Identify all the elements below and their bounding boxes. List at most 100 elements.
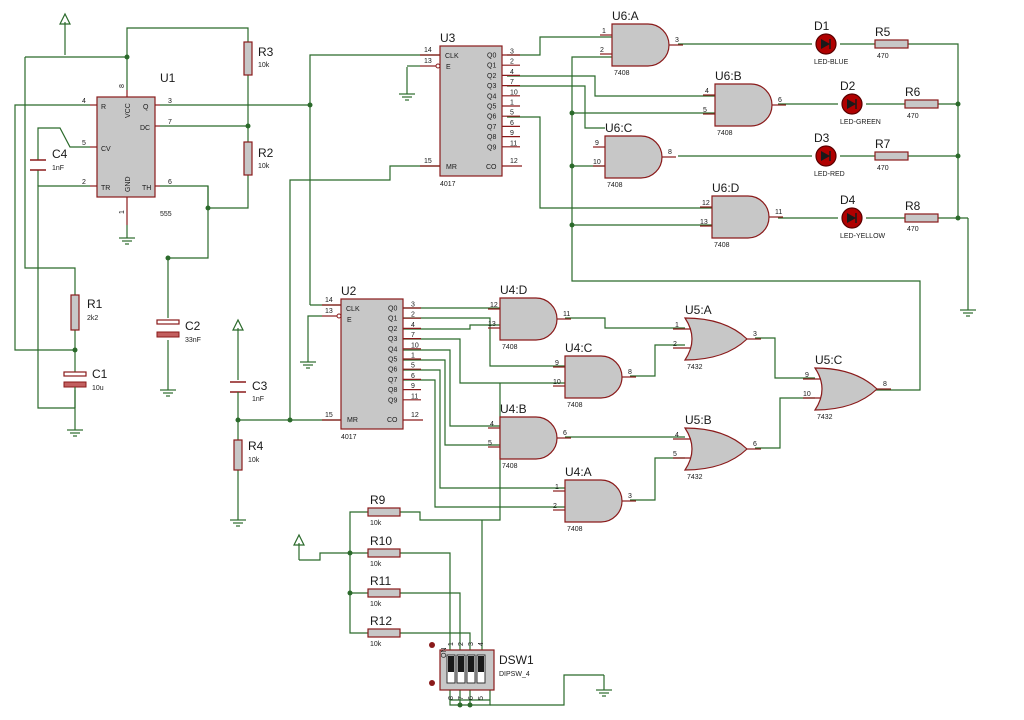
gate-part: 7408 — [502, 463, 518, 470]
c4-value: 1nF — [52, 165, 64, 172]
gate-pin-out: 3 — [753, 331, 757, 338]
dip-toggle-3[interactable] — [468, 656, 474, 672]
u2-pin-mr: 15 — [325, 412, 333, 419]
r1-ref: R1 — [87, 297, 103, 311]
u2-output-pin-number: 4 — [411, 322, 415, 329]
r11-ref: R11 — [370, 574, 391, 588]
ground-symbol-u3-e — [399, 67, 415, 101]
resistor-r1[interactable]: R1 2k2 — [70, 294, 103, 331]
resistor-r11[interactable]: R11 10k — [367, 574, 401, 608]
u3-output-label: Q1 — [487, 63, 496, 70]
resistor-r2[interactable]: R2 10k — [243, 141, 274, 176]
resistor-r5[interactable]: R5 470 — [874, 25, 909, 60]
gate-pin-in1: 4 — [705, 88, 709, 95]
u2-mr: MR — [347, 417, 358, 424]
r7-value: 470 — [877, 165, 889, 172]
resistor-r12[interactable]: R12 10k — [367, 614, 401, 648]
resistor-r6[interactable]: R6 470 — [904, 85, 939, 120]
r4-value: 10k — [248, 457, 260, 464]
u2-4017-counter[interactable]: U2 4017 CLK E MR CO 14 13 15 12 Q03Q12Q2… — [322, 284, 423, 441]
gate-part: 7408 — [567, 402, 583, 409]
r3-ref: R3 — [258, 45, 274, 59]
dip-toggle-1[interactable] — [448, 656, 454, 672]
u2-pin-e: 13 — [325, 308, 333, 315]
u3-4017-counter[interactable]: U3 4017 CLK E MR CO 14 13 15 12 Q03Q12Q2… — [420, 31, 522, 188]
r5-value: 470 — [877, 53, 889, 60]
u2-output-label: Q9 — [388, 397, 397, 404]
u2-clk: CLK — [346, 306, 360, 313]
u2-pin-clk: 14 — [325, 297, 333, 304]
power-terminal-c3 — [232, 318, 244, 380]
u1-part: 555 — [160, 211, 172, 218]
dip-toggle-2[interactable] — [458, 656, 464, 672]
led-value: LED-YELLOW — [840, 233, 886, 240]
u3-output-pin-number: 10 — [510, 89, 518, 96]
u3-output-pin-number: 5 — [510, 110, 514, 117]
power-terminal-switch — [293, 533, 305, 560]
gate-pin-out: 8 — [883, 381, 887, 388]
u1-pin-r: R — [101, 104, 106, 111]
u3-output-label: Q0 — [487, 53, 496, 60]
capacitor-c3[interactable]: C3 1nF — [230, 379, 268, 403]
gate-pin-in1: 9 — [555, 360, 559, 367]
capacitor-c2[interactable]: C2 33nF — [156, 319, 201, 344]
r9-ref: R9 — [370, 493, 386, 507]
u3-output-label: Q7 — [487, 124, 496, 131]
gate-pin-in2: 5 — [488, 440, 492, 447]
gate-pin-in1: 1 — [555, 484, 559, 491]
gate-pin-out: 6 — [778, 97, 782, 104]
u2-output-pin-number: 6 — [411, 373, 415, 380]
u1-pinnum-1: 1 — [119, 210, 126, 214]
r10-value: 10k — [370, 561, 382, 568]
gate-pin-in1: 4 — [490, 421, 494, 428]
u3-clk: CLK — [445, 53, 459, 60]
u3-pin-e: 13 — [424, 58, 432, 65]
u1-pin-q: Q — [143, 104, 149, 111]
dip-toggle-4[interactable] — [478, 656, 484, 672]
u1-pin-dc: DC — [140, 125, 150, 132]
resistor-r8[interactable]: R8 470 — [904, 199, 939, 233]
resistor-r10[interactable]: R10 10k — [367, 534, 401, 568]
capacitor-c1[interactable]: C1 10u — [63, 367, 108, 408]
gate-pin-out: 3 — [628, 493, 632, 500]
ground-symbol-u1 — [119, 225, 135, 245]
c2-ref: C2 — [185, 319, 201, 333]
resistor-r9[interactable]: R9 10k — [367, 493, 401, 527]
resistor-r4[interactable]: R4 10k — [233, 439, 264, 471]
dsw1-bottom-pin: 6 — [468, 696, 475, 700]
u1-555-timer[interactable]: U1 555 R CV TR Q DC TH VCC GND 4 5 2 3 7… — [82, 71, 176, 225]
dsw1-ref: DSW1 — [499, 653, 534, 667]
gate-pin-out: 8 — [628, 369, 632, 376]
r8-ref: R8 — [905, 199, 921, 213]
u2-output-label: Q2 — [388, 326, 397, 333]
ground-symbol-c2 — [160, 340, 176, 397]
gate-ref: U5:C — [815, 353, 843, 367]
gate-ref: U6:B — [715, 69, 742, 83]
u2-output-pin-number: 7 — [411, 332, 415, 339]
r5-ref: R5 — [875, 25, 891, 39]
gate-pin-in2: 5 — [703, 107, 707, 114]
resistor-r7[interactable]: R7 470 — [874, 137, 909, 172]
gate-pin-in2: 10 — [803, 391, 811, 398]
u3-part: 4017 — [440, 181, 456, 188]
capacitor-c4[interactable]: C4 1nF — [30, 147, 68, 172]
u2-part: 4017 — [341, 434, 357, 441]
resistor-r3[interactable]: R3 10k — [243, 41, 274, 76]
